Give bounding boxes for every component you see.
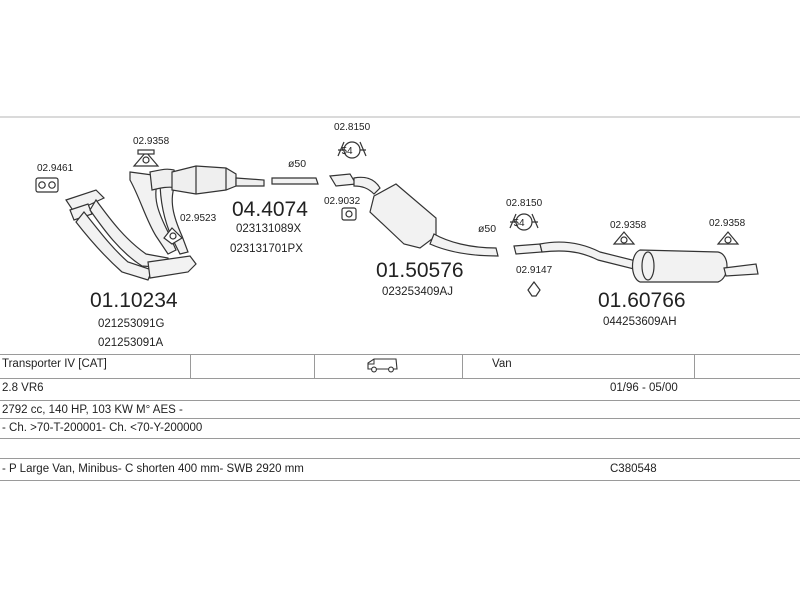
- catalytic-converter-drawing: [149, 165, 265, 195]
- part-number-044074: 04.4074: [232, 198, 308, 221]
- table-divider: [0, 480, 800, 481]
- table-divider: [0, 354, 800, 355]
- gasket-029358-right-b-drawing: [716, 231, 740, 245]
- variant-description: - P Large Van, Minibus- C shorten 400 mm…: [2, 463, 304, 475]
- oem-ref-021253091a: 021253091A: [98, 337, 164, 349]
- oem-ref-023131089x: 023131089X: [236, 223, 302, 235]
- clamp-size-label-top: 54: [341, 146, 353, 157]
- part-label-029358-left: 02.9358: [133, 136, 170, 147]
- oem-ref-021253091g: 021253091G: [98, 318, 165, 330]
- body-type: Van: [492, 358, 512, 370]
- engine-spec: 2792 cc, 140 HP, 103 KW M° AES -: [2, 404, 183, 416]
- part-label-028150-top: 02.8150: [334, 122, 371, 133]
- gasket-029032-drawing: [341, 207, 357, 221]
- clamp-size-label-mid: 54: [513, 218, 525, 229]
- system-code: C380548: [610, 463, 657, 475]
- diameter-label-top: ø50: [288, 158, 306, 170]
- table-divider: [190, 354, 191, 378]
- oem-ref-023131701px: 023131701PX: [230, 243, 303, 255]
- part-label-029358-right-a: 02.9358: [610, 220, 647, 231]
- part-label-029032: 02.9032: [324, 196, 361, 207]
- table-divider: [694, 354, 695, 378]
- gasket-029358-left-drawing: [132, 149, 160, 167]
- van-icon: [366, 357, 400, 376]
- part-number-0110234: 01.10234: [90, 289, 178, 312]
- gasket-029523-drawing: [163, 227, 183, 245]
- table-divider: [0, 378, 800, 379]
- gasket-029461-drawing: [35, 177, 59, 193]
- production-years: 01/96 - 05/00: [610, 382, 678, 394]
- pipe-stub-drawing: [271, 177, 319, 185]
- table-divider: [0, 418, 800, 419]
- part-label-029147: 02.9147: [516, 265, 553, 276]
- part-label-029461: 02.9461: [37, 163, 74, 174]
- front-pipe-drawing: [65, 171, 197, 281]
- part-label-028150-mid: 02.8150: [506, 198, 543, 209]
- part-label-029523: 02.9523: [180, 213, 217, 224]
- table-divider: [0, 438, 800, 439]
- part-number-0160766: 01.60766: [598, 289, 686, 312]
- table-divider: [0, 400, 800, 401]
- part-label-029358-right-b: 02.9358: [709, 218, 746, 229]
- gasket-029358-right-a-drawing: [612, 231, 636, 245]
- oem-ref-023253409aj: 023253409AJ: [382, 286, 453, 298]
- table-divider: [314, 354, 315, 378]
- part-number-0150576: 01.50576: [376, 259, 464, 282]
- model-name: Transporter IV [CAT]: [2, 358, 107, 370]
- clamp-028150-mid-drawing: [509, 213, 539, 231]
- hanger-029147-drawing: [527, 281, 541, 297]
- chassis-range: - Ch. >70-T-200001- Ch. <70-Y-200000: [2, 422, 203, 434]
- table-divider: [0, 458, 800, 459]
- centre-silencer-drawing: [328, 173, 499, 257]
- clamp-028150-top-drawing: [337, 141, 367, 159]
- engine-name: 2.8 VR6: [2, 382, 44, 394]
- diameter-label-mid: ø50: [478, 223, 496, 235]
- table-divider: [462, 354, 463, 378]
- rear-silencer-drawing: [513, 241, 759, 283]
- oem-ref-044253609ah: 044253609AH: [603, 316, 677, 328]
